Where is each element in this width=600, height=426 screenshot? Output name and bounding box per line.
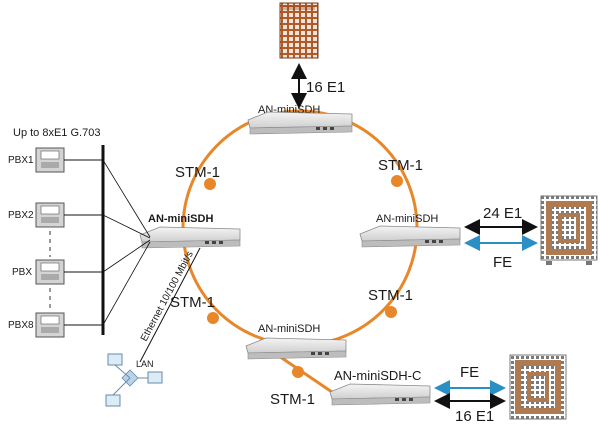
pbx8-icon	[35, 312, 65, 338]
pbx-icon	[35, 259, 65, 285]
stm-label-left-top: STM-1	[175, 164, 220, 181]
e1-top-label: 16 E1	[306, 79, 345, 96]
pbx2-icon	[35, 202, 65, 228]
ethernet-link	[139, 247, 201, 363]
fan-line-3	[102, 239, 151, 273]
fe-right-label: FE	[493, 254, 512, 271]
bottom-mux-icon	[509, 354, 567, 420]
left-node-label: AN-miniSDH	[148, 213, 213, 225]
pbx1-label: PBX1	[8, 155, 34, 166]
stm-label-c: STM-1	[270, 391, 315, 408]
left-node-device	[139, 226, 241, 249]
right-mux-icon	[540, 195, 598, 265]
lan-label: LAN	[136, 359, 154, 369]
fan-line-2	[102, 214, 151, 239]
stm-dot-left-top	[204, 178, 216, 190]
node-c-label: AN-miniSDH-C	[334, 368, 421, 383]
pbx8-label: PBX8	[8, 320, 34, 331]
fan-line-4	[102, 241, 151, 326]
node-c-device	[329, 383, 431, 406]
right-node-label: AN-miniSDH	[376, 213, 438, 225]
stm-label-right-top: STM-1	[378, 157, 423, 174]
e1-bottom-label: 16 E1	[455, 408, 494, 425]
e1-right-label: 24 E1	[483, 205, 522, 222]
bottom-node-device	[245, 337, 347, 360]
top-node-device	[247, 111, 353, 135]
pbx-label: PBX	[12, 267, 32, 278]
lan-icon	[105, 353, 163, 407]
fan-line-1	[102, 159, 151, 238]
fe-bottom-label: FE	[460, 364, 479, 381]
stm-dot-right-top	[391, 175, 403, 187]
top-building-icon	[279, 2, 319, 59]
stm-dot-left-bottom	[207, 312, 219, 324]
pbx1-icon	[35, 147, 65, 173]
bottom-node-label: AN-miniSDH	[258, 323, 320, 335]
stm-dot-c	[292, 366, 304, 378]
stm-label-right-bottom: STM-1	[368, 287, 413, 304]
pbx2-label: PBX2	[8, 210, 34, 221]
right-node-device	[359, 225, 461, 248]
stm-label-left-bottom: STM-1	[170, 294, 215, 311]
stm-dot-right-bottom	[385, 306, 397, 318]
up-to-label: Up to 8xE1 G.703	[13, 127, 100, 139]
